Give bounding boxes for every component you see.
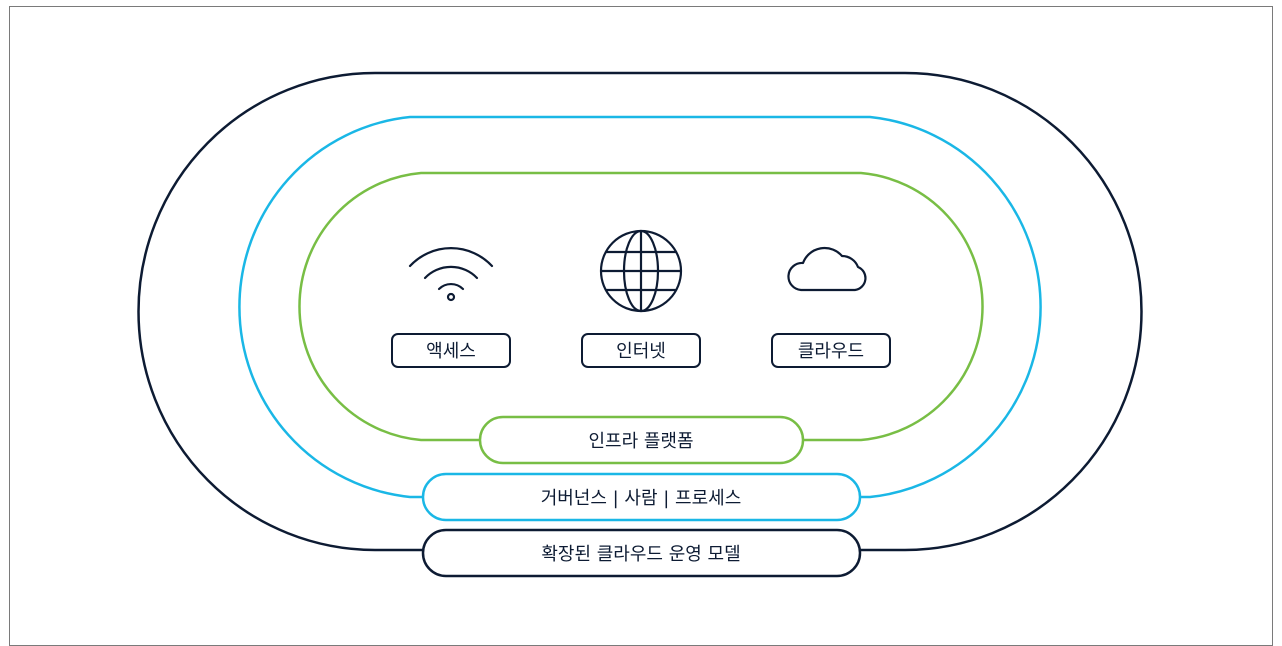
- globe-icon: [599, 229, 683, 313]
- cloud-operating-model-diagram: 액세스 인터넷 클라우드 인프라 플랫폼 거버넌스 | 사람 | 프로세스 확장…: [137, 71, 1143, 578]
- cloud-icon: [787, 246, 867, 292]
- inner-layer-label: 인프라 플랫폼: [588, 431, 693, 452]
- outer-layer-pill: 확장된 클라우드 운영 모델: [421, 528, 862, 578]
- internet-label: 인터넷: [616, 341, 666, 362]
- middle-layer-pill: 거버넌스 | 사람 | 프로세스: [421, 472, 862, 522]
- outer-ring: [137, 71, 1143, 552]
- middle-layer-label: 거버넌스 | 사람 | 프로세스: [541, 488, 742, 509]
- wifi-icon: [408, 247, 494, 302]
- outer-layer-label: 확장된 클라우드 운영 모델: [541, 544, 740, 565]
- cloud-label: 클라우드: [798, 341, 864, 362]
- access-label: 액세스: [426, 341, 476, 362]
- internet-label-box: 인터넷: [581, 333, 701, 368]
- middle-ring: [238, 115, 1042, 499]
- cloud-label-box: 클라우드: [771, 333, 891, 368]
- access-label-box: 액세스: [391, 333, 511, 368]
- inner-layer-pill: 인프라 플랫폼: [478, 415, 805, 465]
- inner-ring: [298, 171, 984, 442]
